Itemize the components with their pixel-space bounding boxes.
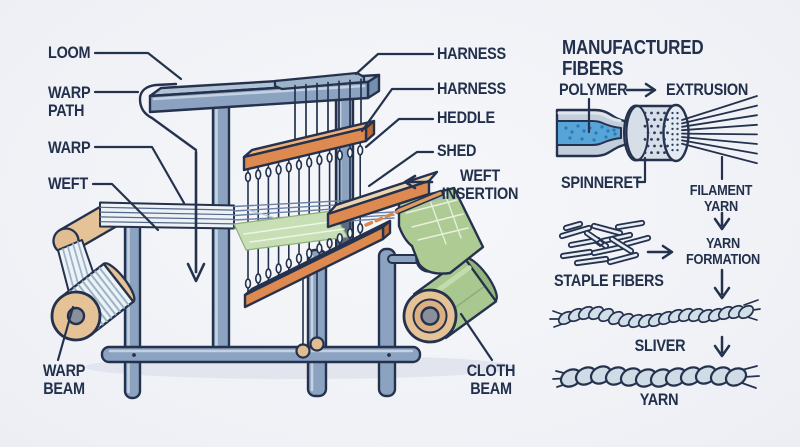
label-cloth-beam: CLOTH BEAM — [466, 361, 516, 398]
warp-band — [99, 201, 235, 230]
loom-leader — [93, 51, 183, 81]
formation-to-sliver-arrow — [713, 268, 731, 300]
cloth-beam-drawing — [402, 256, 498, 344]
harness-1-leader — [354, 52, 435, 76]
panel-leader-lines — [587, 97, 724, 184]
panel-arrows — [625, 82, 731, 358]
cloth-support-post — [377, 247, 397, 398]
lower-harness-bar — [243, 219, 392, 309]
weft-stick — [364, 189, 445, 227]
label-warp: WARP — [48, 138, 91, 157]
warp-beam-leader — [56, 305, 75, 362]
woven-cloth — [397, 186, 485, 275]
loom-illustration — [50, 51, 515, 400]
cloth-beam-leader — [459, 312, 494, 362]
filament-lines — [681, 95, 758, 165]
sliver-to-yarn-arrow — [713, 335, 731, 358]
label-loom: LOOM — [48, 43, 91, 62]
polymer-extrusion-arrow — [625, 82, 657, 98]
warp-path-curve — [138, 82, 198, 152]
warp-leader — [93, 145, 186, 205]
spinneret-leader — [635, 156, 647, 184]
yarn-drawing — [552, 365, 760, 389]
label-harness-1: HARNESS — [437, 44, 506, 63]
upper-harness-bar — [242, 119, 376, 172]
filament-to-formation-arrow — [713, 211, 731, 231]
label-warp-path: WARP PATH — [48, 83, 91, 120]
warp-direction-arrow — [186, 150, 206, 283]
label-weft: WEFT — [48, 174, 88, 193]
staple-fibers-drawing — [558, 219, 652, 267]
panel-title: MANUFACTURED FIBERS — [562, 37, 704, 80]
label-heddle: HEDDLE — [437, 108, 495, 127]
harness-2-leader — [360, 87, 435, 133]
label-yarn: YARN — [639, 390, 679, 409]
harness-weights — [295, 271, 325, 359]
label-extrusion: EXTRUSION — [666, 80, 749, 99]
weft-leader — [91, 182, 160, 232]
label-yarn-formation: YARN FORMATION — [686, 235, 760, 268]
shed-leader — [367, 150, 435, 188]
sliver-drawing — [549, 299, 761, 329]
fiber-panel — [549, 82, 761, 389]
harness-suspension-strings — [294, 78, 362, 141]
leader-lines — [56, 51, 494, 362]
spinneret-drawing — [555, 95, 758, 165]
staple-to-formation-arrow — [646, 244, 674, 260]
label-filament-yarn: FILAMENT YARN — [689, 182, 753, 215]
heddle-eyes — [244, 145, 364, 289]
label-shed: SHED — [437, 141, 477, 160]
label-harness-2: HARNESS — [437, 79, 506, 98]
heddle-leader — [364, 117, 435, 149]
warp-beam-drawing — [50, 262, 136, 342]
weft-insertion-arrow — [403, 174, 434, 190]
bottom-rail — [100, 345, 422, 364]
label-staple-fibers: STAPLE FIBERS — [554, 271, 664, 290]
label-sliver: SLIVER — [634, 336, 686, 355]
label-spinneret: SPINNERET — [561, 173, 642, 192]
label-weft-insertion: WEFT INSERTION — [441, 166, 519, 203]
label-polymer: POLYMER — [559, 80, 628, 99]
label-warp-beam: WARP BEAM — [42, 361, 86, 398]
